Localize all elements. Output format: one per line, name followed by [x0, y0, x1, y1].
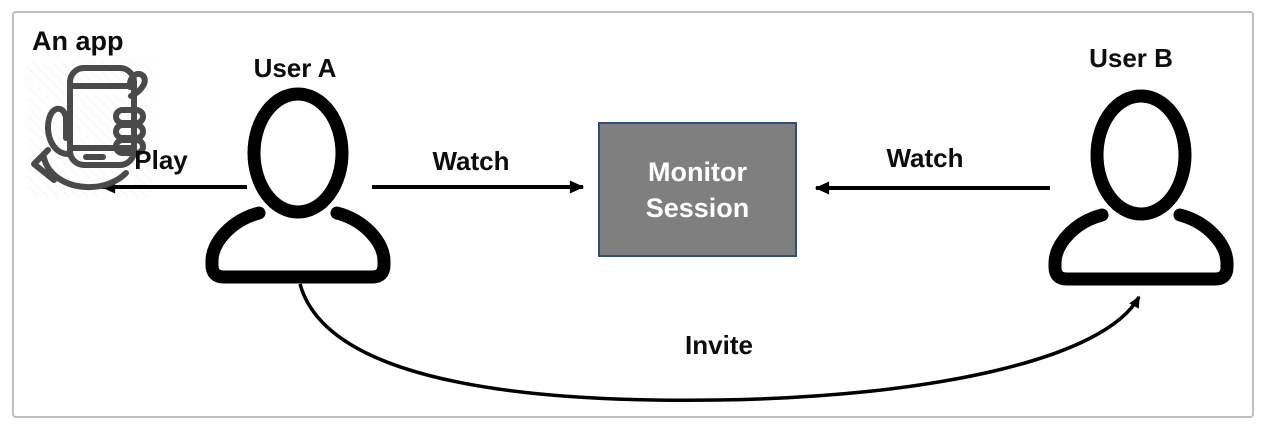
diagram-frame: [12, 11, 1254, 418]
invite-arrow-label: Invite: [685, 330, 753, 360]
invite-arrow: [298, 283, 1141, 402]
user-a-person-icon: [205, 87, 391, 284]
play-arrow-label: Play: [134, 145, 188, 175]
hand-holding-phone-icon: [28, 62, 153, 197]
monitor-session-label: Monitor Session: [645, 156, 750, 223]
user-b-label: User B: [1089, 43, 1173, 73]
user-b-person-icon: [1048, 89, 1234, 286]
monitor-session-box: Monitor Session: [598, 122, 797, 257]
watch-arrow-user-a-label: Watch: [432, 146, 510, 176]
app-label: An app: [32, 26, 124, 56]
watch-arrow-user-b-label: Watch: [886, 143, 964, 173]
user-a-label: User A: [253, 53, 337, 83]
